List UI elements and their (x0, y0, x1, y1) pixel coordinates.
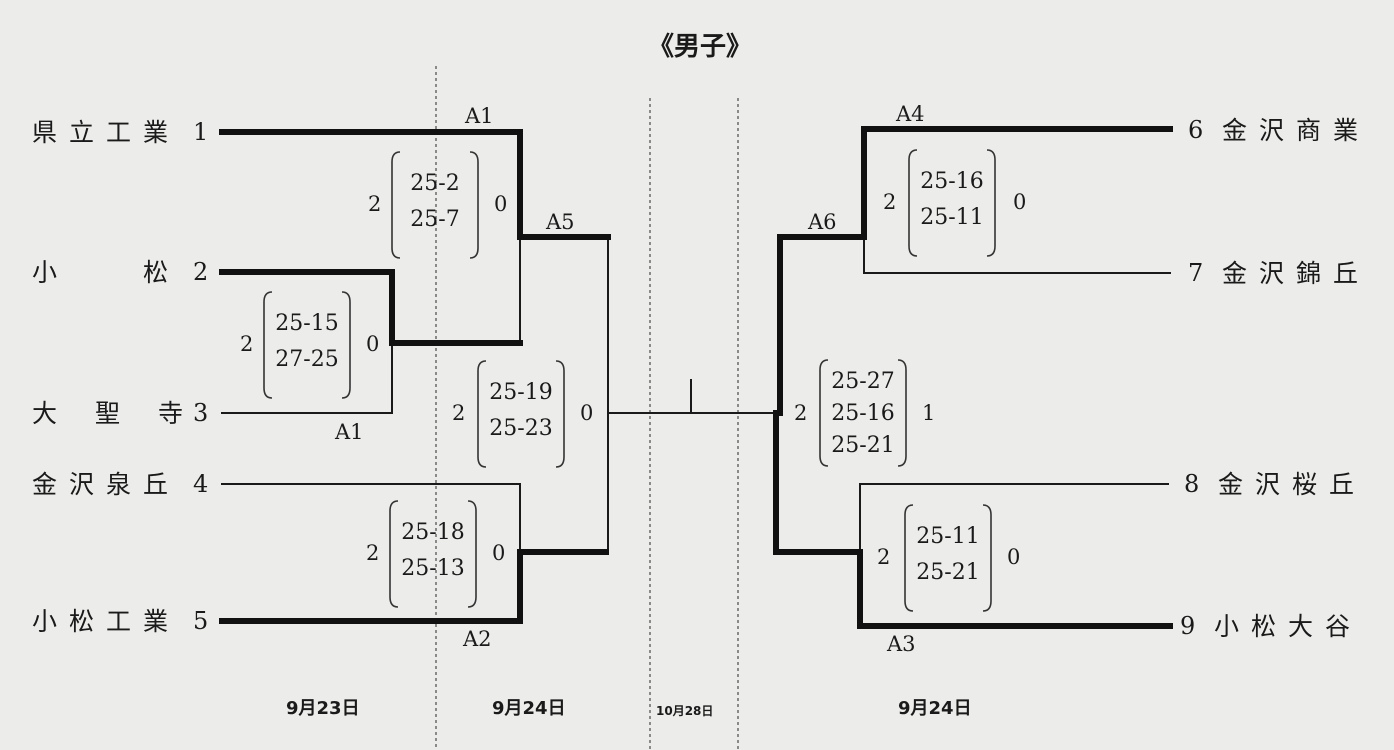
team-seed-3: 3 (193, 399, 209, 427)
team-seed-9: 9 (1180, 612, 1196, 640)
match-score-left-m_4v5: 2 (366, 541, 380, 565)
team-seed-7: 7 (1188, 259, 1204, 287)
paren-left-m_4v5 (389, 500, 399, 608)
match-score-right-semi_left: 0 (580, 401, 594, 425)
match-score-right-m_8v9: 0 (1007, 545, 1021, 569)
path-team-5 (219, 549, 609, 624)
match-set-1-m_1v23: 25-2 (410, 171, 460, 196)
date-round2-left: 9月24日 (492, 698, 566, 719)
team-seed-8: 8 (1184, 470, 1200, 498)
court-code-m_4v5: A2 (463, 627, 492, 651)
team-name-4: 金沢泉丘 (32, 470, 181, 499)
team-seed-1: 1 (193, 118, 209, 146)
match-set-2-m_8v9: 25-21 (916, 560, 980, 585)
court-code-m_6v7: A4 (896, 102, 925, 126)
team-name-3: 大聖寺 (32, 399, 222, 428)
match-set-1-m_8v9: 25-11 (916, 524, 980, 549)
paren-left-m_6v7 (908, 149, 918, 257)
team-name-2: 小 松 (32, 258, 181, 287)
paren-right-m_8v9 (982, 504, 992, 612)
paren-right-m_4v5 (467, 500, 477, 608)
path-team-1 (219, 129, 611, 240)
match-score-right-m_1v23: 0 (494, 192, 508, 216)
path-team-7 (863, 236, 1171, 274)
match-score-left-m_2v3: 2 (240, 332, 254, 356)
match-score-left-m_1v23: 2 (368, 192, 382, 216)
match-score-left-semi_left: 2 (452, 401, 466, 425)
date-round2-right: 9月24日 (898, 698, 972, 719)
court-code-semi_right: A6 (808, 210, 837, 234)
page-title: 《男子》 (648, 32, 753, 62)
path-team-8 (859, 483, 1169, 553)
path-team-4 (221, 483, 521, 553)
team-seed-4: 4 (193, 470, 209, 498)
paren-right-semi_right (897, 359, 907, 467)
match-set-1-m_2v3: 25-15 (275, 311, 339, 336)
team-name-8: 金沢桜丘 (1218, 470, 1367, 499)
paren-right-m_1v23 (469, 151, 479, 259)
path-semi-2v3 (391, 236, 521, 344)
date-final: 10月28日 (656, 704, 714, 718)
match-score-left-semi_right: 2 (794, 401, 808, 425)
match-set-1-m_6v7: 25-16 (920, 169, 984, 194)
match-score-right-m_2v3: 0 (366, 332, 380, 356)
match-score-right-semi_right: 1 (922, 401, 936, 425)
paren-left-m_2v3 (263, 291, 273, 399)
team-name-7: 金沢錦丘 (1222, 259, 1371, 288)
match-set-2-semi_right: 25-16 (831, 401, 895, 426)
court-code-m_8v9: A3 (887, 632, 916, 656)
paren-right-m_2v3 (341, 291, 351, 399)
match-set-2-m_4v5: 25-13 (401, 556, 465, 581)
path-team-3 (221, 342, 393, 414)
team-seed-6: 6 (1188, 116, 1204, 144)
team-name-9: 小松大谷 (1214, 612, 1363, 641)
match-score-right-m_4v5: 0 (492, 541, 506, 565)
path-team-6 (777, 126, 1173, 416)
court-code-m_2v3: A1 (335, 420, 364, 444)
match-set-1-m_4v5: 25-18 (401, 520, 465, 545)
path-team-2 (219, 269, 523, 346)
paren-right-semi_left (555, 360, 565, 468)
paren-left-m_1v23 (391, 151, 401, 259)
path-team-9 (773, 410, 1173, 629)
match-set-2-m_1v23: 25-7 (410, 207, 460, 232)
paren-left-semi_left (477, 360, 487, 468)
match-set-1-semi_left: 25-19 (489, 380, 553, 405)
match-score-left-m_8v9: 2 (877, 545, 891, 569)
team-name-5: 小松工業 (32, 607, 181, 636)
paren-right-m_6v7 (986, 149, 996, 257)
team-seed-2: 2 (193, 258, 209, 286)
paren-left-semi_right (819, 359, 829, 467)
match-score-left-m_6v7: 2 (883, 190, 897, 214)
paren-left-m_8v9 (904, 504, 914, 612)
match-set-2-semi_left: 25-23 (489, 416, 553, 441)
team-name-1: 県立工業 (32, 118, 181, 147)
match-score-right-m_6v7: 0 (1013, 190, 1027, 214)
match-set-3-semi_right: 25-21 (831, 433, 895, 458)
match-set-1-semi_right: 25-27 (831, 369, 895, 394)
team-seed-5: 5 (193, 607, 209, 635)
date-round1: 9月23日 (286, 698, 360, 719)
team-name-6: 金沢商業 (1222, 116, 1371, 145)
match-set-2-m_2v3: 27-25 (275, 347, 339, 372)
match-set-2-m_6v7: 25-11 (920, 205, 984, 230)
court-code-m_1v23: A1 (465, 104, 494, 128)
court-code-semi_left: A5 (546, 210, 575, 234)
